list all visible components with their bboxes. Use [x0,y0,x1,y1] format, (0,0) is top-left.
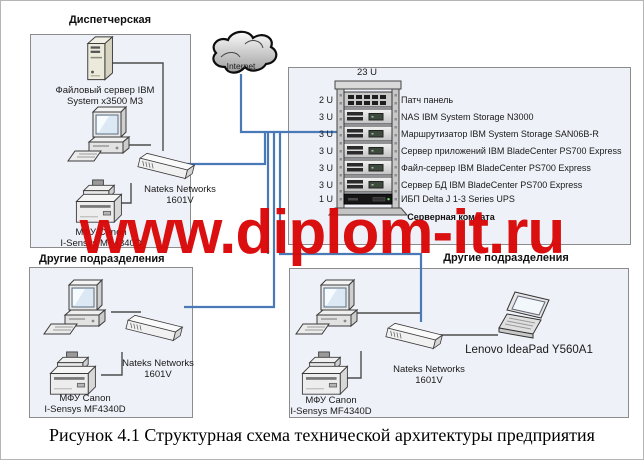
dept-right-printer-label: МФУ Canon I-Sensys MF4340D [290,395,372,417]
rack-row-label-ups: ИБП Delta J 1-3 Series UPS [401,194,515,204]
rack-row-label-app-server: Сервер приложений IBM BladeCenter PS700 … [401,146,622,156]
dispatcher-room-title: Диспетчерская [68,14,152,26]
dept-left-printer-label: МФУ Canon I-Sensys MF4340D [44,393,126,415]
rack-row-label-patch-panel: Патч панель [401,95,454,105]
rack-u-label: 2 U [318,95,333,105]
dept-right-title: Другие подразделения [443,252,569,264]
dispatcher-printer-label: МФУ Canon I-Sensys MF4340D [60,227,142,249]
watermark: www.diplom-it.ru [79,198,566,267]
rack-u-label: 3 U [318,129,333,139]
dept-left-switch-label: Nateks Networks 1601V [122,358,194,380]
laptop-label: Lenovo IdeaPad Y560A1 [465,344,593,356]
rack-row-label-db-server: Сервер БД IBM BladeCenter PS700 Express [401,180,583,190]
dept-left-title: Другие подразделения [39,253,165,265]
rack-u-label: 3 U [318,146,333,156]
rack-u-label: 3 U [318,180,333,190]
rack-row-label-router: Маршрутизатор IBM System Storage SAN06B-… [401,129,599,139]
server-room-title: Серверная комната [407,212,495,222]
rack-height-label: 23 U [356,67,378,78]
dept-right-switch-label: Nateks Networks 1601V [393,364,465,386]
figure-caption: Рисунок 4.1 Структурная схема техническо… [49,425,595,445]
dispatcher-switch-label: Nateks Networks 1601V [144,184,216,206]
file-server-label: Файловый сервер IBM System x3500 M3 [55,85,155,107]
rack-u-label: 3 U [318,112,333,122]
internet-label: Internet [226,61,256,71]
rack-u-label: 3 U [318,163,333,173]
rack-row-label-file-server: Файл-сервер IBM BladeCenter PS700 Expres… [401,163,591,173]
wire-dispatcher-switch-to-rack [187,132,267,166]
rack-row-label-nas: NAS IBM System Storage N3000 [401,112,534,122]
